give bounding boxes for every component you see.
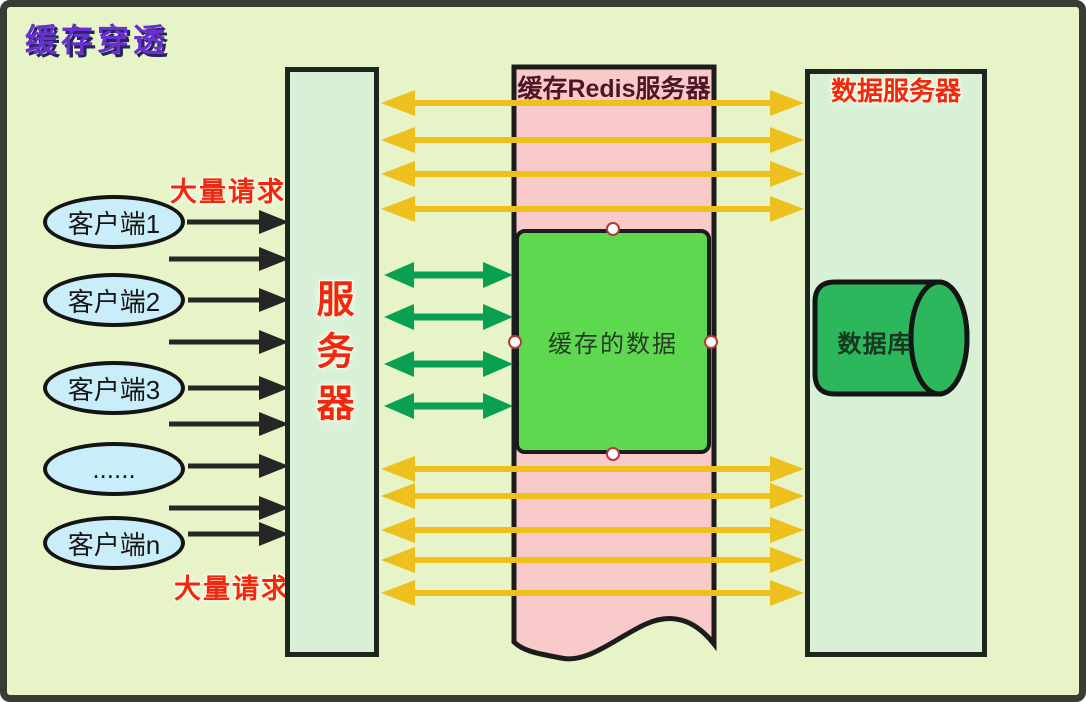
client-request-arrow [188,522,289,546]
selection-handle-right [704,335,718,349]
client-label: ...... [92,453,136,484]
selection-handle-bottom [606,447,620,461]
burst-label-top: 大量请求 [170,177,286,207]
client-node-ellipsis: ...... [43,442,185,496]
selection-handle-top [606,222,620,236]
client-request-arrow [169,412,289,436]
server-box [285,67,379,657]
selection-handle-left [508,335,522,349]
client-node-2: 客户端2 [43,273,185,327]
client-node-n: 客户端n [43,516,185,570]
redis-title: 缓存Redis服务器 [517,75,711,103]
cache-query-arrow [384,262,513,288]
cached-data-label: 缓存的数据 [548,331,678,358]
client-request-arrow [188,454,289,478]
client-request-arrow [169,247,289,271]
client-request-arrow [187,210,289,234]
diagram-title: 缓存穿透 [25,22,170,58]
client-request-arrow [169,330,289,354]
client-label: 客户端n [67,529,161,560]
client-label: 客户端2 [67,286,161,317]
client-label: 客户端3 [67,374,161,405]
client-request-arrow [169,496,289,520]
cache-query-arrow [384,304,513,330]
cache-query-arrow [384,351,513,377]
cache-query-arrow [384,393,513,419]
server-label: 服务器 [310,279,352,435]
burst-label-bottom: 大量请求 [174,574,290,604]
client-node-1: 客户端1 [43,195,185,249]
cached-data-box: 缓存的数据 [515,229,711,454]
client-node-3: 客户端3 [43,361,185,415]
client-request-arrow [188,376,289,400]
database-label: 数据库 [837,331,913,358]
client-request-arrow [188,288,289,312]
data-server-label: 数据服务器 [830,76,961,106]
database-cylinder [812,279,970,397]
client-label: 客户端1 [67,208,161,239]
